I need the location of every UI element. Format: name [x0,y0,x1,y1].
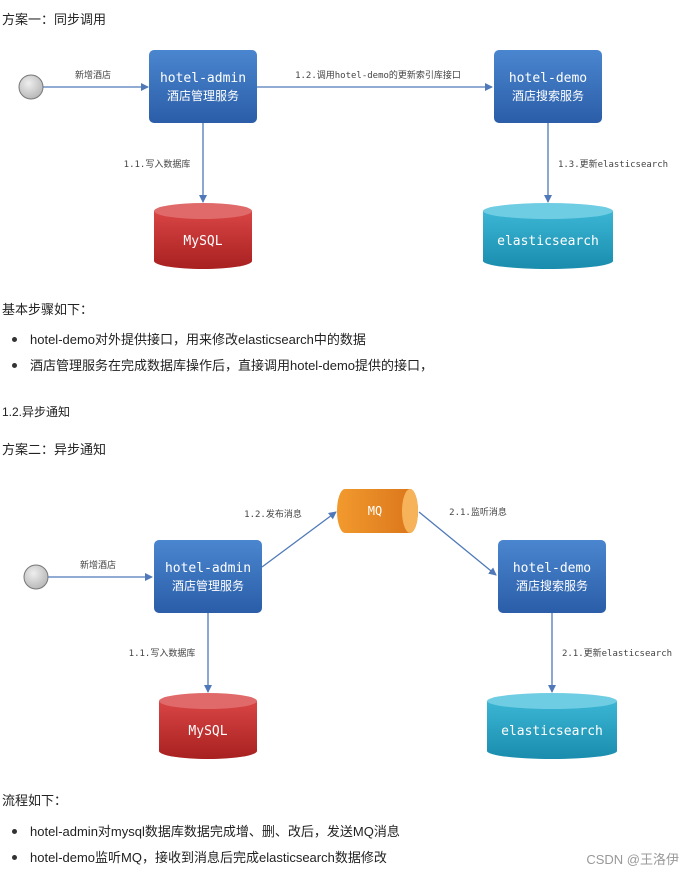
flow-title: 流程如下： [2,793,68,808]
demo-subtitle: 酒店搜索服务 [516,578,588,593]
call-label: 1.2.调用hotel-demo的更新索引库接口 [295,69,461,81]
admin-subtitle: 酒店管理服务 [172,578,244,593]
steps-list: hotel-demo对外提供接口，用来修改elasticsearch中的数据 酒… [2,327,433,379]
elasticsearch-cylinder: elasticsearch [483,203,613,269]
write-label: 1.1.写入数据库 [124,158,191,170]
start-label: 新增酒店 [75,69,111,81]
write-label: 1.1.写入数据库 [129,647,196,659]
demo-title: hotel-demo [513,561,591,576]
listen-label: 2.1.监听消息 [449,506,507,518]
admin-title: hotel-admin [165,561,251,576]
section1-heading: 方案一：同步调用 [2,12,107,27]
mysql-cylinder: MySQL [154,203,252,269]
hotel-admin-box: hotel-admin 酒店管理服务 [154,540,262,613]
start-label: 新增酒店 [80,559,116,571]
mysql-label: MySQL [188,724,227,739]
admin-subtitle: 酒店管理服务 [167,88,239,103]
update-label: 1.3.更新elasticsearch [558,158,668,170]
arrow-mq-to-demo [418,511,497,576]
list-item: hotel-demo监听MQ，接收到消息后完成elasticsearch数据修改 [2,845,400,871]
flow-list: hotel-admin对mysql数据库数据完成增、删、改后，发送MQ消息 ho… [2,819,400,871]
list-item: hotel-demo对外提供接口，用来修改elasticsearch中的数据 [2,327,433,353]
start-node [23,564,49,590]
demo-subtitle: 酒店搜索服务 [512,88,584,103]
mysql-cylinder: MySQL [159,693,257,759]
steps-title: 基本步骤如下： [2,302,94,317]
publish-label: 1.2.发布消息 [244,508,302,520]
start-node [18,74,44,100]
hotel-demo-box: hotel-demo 酒店搜索服务 [494,50,602,123]
mysql-label: MySQL [183,234,222,249]
mq-cylinder: MQ [337,489,418,533]
async-notify-diagram: 新增酒店 hotel-admin 酒店管理服务 1.2.发布消息 MQ 2.1.… [23,489,672,759]
list-item: 酒店管理服务在完成数据库操作后，直接调用hotel-demo提供的接口， [2,353,433,379]
es-label: elasticsearch [501,724,603,739]
demo-title: hotel-demo [509,71,587,86]
admin-title: hotel-admin [160,71,246,86]
es-label: elasticsearch [497,234,599,249]
section2-heading: 方案二：异步通知 [2,442,107,457]
hotel-demo-box: hotel-demo 酒店搜索服务 [498,540,606,613]
update-label: 2.1.更新elasticsearch [562,647,672,659]
list-item: hotel-admin对mysql数据库数据完成增、删、改后，发送MQ消息 [2,819,400,845]
hotel-admin-box: hotel-admin 酒店管理服务 [149,50,257,123]
mq-label: MQ [368,504,382,518]
elasticsearch-cylinder: elasticsearch [487,693,617,759]
arrow-admin-to-mq [261,511,337,568]
sync-call-diagram: 新增酒店 hotel-admin 酒店管理服务 1.2.调用hotel-demo… [18,50,668,269]
watermark: CSDN @王洛伊 [586,852,679,867]
section2-subheading: 1.2.异步通知 [2,405,71,419]
